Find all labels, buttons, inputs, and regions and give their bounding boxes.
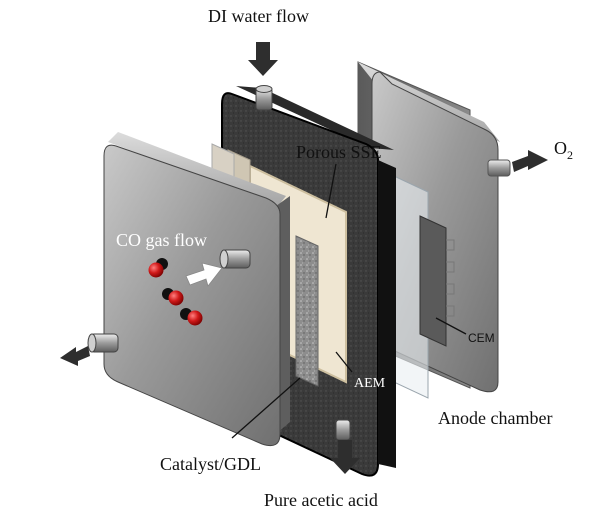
aem-label: AEM [354,376,386,391]
acetic-acid-arrow-icon [330,440,360,474]
sse-leader-line [325,163,337,219]
o2-outlet-pipe [487,159,511,177]
cathode-plate [103,132,290,447]
co-molecule-icon [148,262,164,278]
cathode-outlet-pipe [87,333,119,353]
co-flow-arrow-icon [185,262,223,287]
pure-acetic-acid-label: Pure acetic acid [264,490,378,510]
co-gas-inlet-pipe [219,249,251,269]
cem-leader-line [435,317,467,335]
co-molecule-icon [168,290,184,306]
di-water-inlet-pipe [255,85,273,111]
anode-chamber-label: Anode chamber [438,408,552,428]
co-molecules [148,258,203,326]
o2-label: O2 [554,138,573,162]
aem-leader-line [335,351,353,373]
co-molecule-icon [187,310,203,326]
catalyst-gdl-label: Catalyst/GDL [160,454,261,474]
co-gas-flow-label: CO gas flow [116,230,207,250]
di-water-arrow-icon [248,42,278,76]
cathode-outlet-arrow-icon [60,346,90,366]
leader-lines [231,163,467,439]
di-water-label: DI water flow [208,6,309,26]
cem-label: CEM [468,331,495,345]
porous-sse-label: Porous SSE [296,142,382,162]
acetic-outlet-pipe [335,419,351,441]
catalyst-leader-line [231,377,301,439]
anode-electrode [419,215,455,347]
o2-arrow-icon [512,150,548,172]
